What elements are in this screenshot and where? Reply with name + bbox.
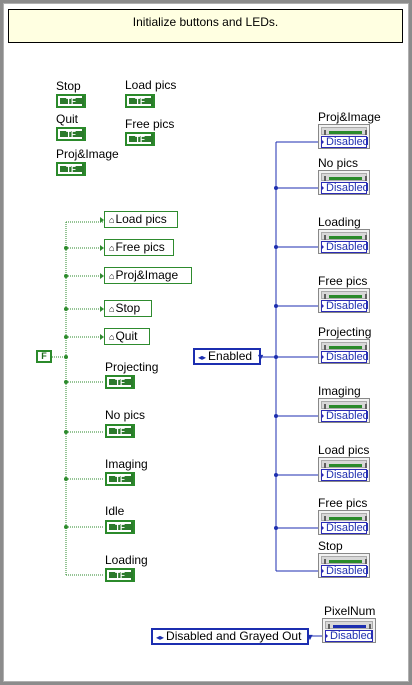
no-pics-indicator-terminal[interactable]: TF [105, 424, 135, 438]
tf-glyph: TF [60, 129, 84, 139]
disabled-property: Disabled [321, 136, 369, 148]
disabled-grayed-enum-constant[interactable]: ◂▸Disabled and Grayed Out▼ [151, 628, 314, 645]
tf-glyph: TF [109, 474, 133, 484]
indicator-label-no-pics: No pics [105, 408, 146, 422]
led-icon [321, 291, 367, 299]
tf-glyph: TF [109, 522, 133, 532]
property-node-label: Free pics [115, 240, 165, 254]
disabled-property-node-free-pics[interactable]: Disabled [318, 288, 370, 313]
projecting-indicator-terminal[interactable]: TF [105, 375, 135, 389]
disabled-property: Disabled [321, 469, 369, 481]
increment-decrement-icon: ◂▸ [156, 633, 165, 642]
led-icon [321, 513, 367, 521]
disabled-property: Disabled [325, 630, 373, 642]
tf-glyph: TF [60, 96, 84, 106]
right-node-label-load-pics: Load pics [318, 443, 370, 457]
disabled-property-node-free-pics-2[interactable]: Disabled [318, 510, 370, 535]
tf-glyph: TF [109, 426, 133, 436]
house-icon: ⌂ [109, 304, 115, 314]
disabled-property-node-stop[interactable]: Disabled [318, 553, 370, 578]
right-node-label-free-pics-2: Free pics [318, 496, 368, 510]
disabled-property: Disabled [321, 300, 369, 312]
right-node-label-stop: Stop [318, 539, 343, 553]
disabled-property-node-projecting[interactable]: Disabled [318, 339, 370, 364]
right-node-label-free-pics: Free pics [318, 274, 368, 288]
right-node-label-proj-image: Proj&Image [318, 110, 381, 124]
property-node-proj-image[interactable]: ⌂Proj&Image [100, 267, 192, 284]
comment-text: Initialize buttons and LEDs. [132, 15, 279, 29]
enabled-enum-constant[interactable]: ◂▸Enabled▼ [193, 348, 265, 365]
disabled-property-node-imaging[interactable]: Disabled [318, 398, 370, 423]
house-icon: ⌂ [109, 271, 115, 281]
control-label-proj-image: Proj&Image [56, 147, 119, 161]
control-label-quit: Quit [56, 112, 79, 126]
imaging-indicator-terminal[interactable]: TF [105, 472, 135, 486]
led-icon [321, 556, 367, 564]
led-icon [321, 460, 367, 468]
disabled-property-node-proj-image[interactable]: Disabled [318, 124, 370, 149]
proj-image-control-terminal[interactable]: TF [56, 162, 86, 176]
dropdown-arrow-icon: ▼ [256, 352, 265, 362]
numeric-indicator-icon [325, 621, 373, 629]
control-label-load-pics: Load pics [125, 78, 177, 92]
property-node-label: Proj&Image [115, 268, 179, 282]
dropdown-arrow-icon: ▼ [305, 632, 315, 642]
house-icon: ⌂ [109, 332, 115, 342]
disabled-property: Disabled [321, 182, 369, 194]
disabled-property: Disabled [321, 410, 369, 422]
pixelnum-label: PixelNum [324, 604, 376, 618]
indicator-label-imaging: Imaging [105, 457, 148, 471]
indicator-label-projecting: Projecting [105, 360, 159, 374]
control-label-free-pics: Free pics [125, 117, 175, 131]
quit-control-terminal[interactable]: TF [56, 127, 86, 141]
tf-glyph: TF [109, 570, 133, 580]
disabled-property-node-no-pics[interactable]: Disabled [318, 170, 370, 195]
free-pics-control-terminal[interactable]: TF [125, 132, 155, 146]
property-node-label: Quit [115, 329, 138, 343]
property-node-free-pics[interactable]: ⌂Free pics [100, 239, 174, 256]
led-icon [321, 342, 367, 350]
right-node-label-imaging: Imaging [318, 384, 361, 398]
false-constant[interactable]: F [36, 350, 52, 363]
led-icon [321, 127, 367, 135]
house-icon: ⌂ [109, 243, 115, 253]
disabled-property-node-load-pics[interactable]: Disabled [318, 457, 370, 482]
indicator-label-idle: Idle [105, 504, 125, 518]
control-label-stop: Stop [56, 79, 81, 93]
property-node-stop[interactable]: ⌂Stop [100, 300, 152, 317]
led-icon [321, 401, 367, 409]
comment-box: Initialize buttons and LEDs. [8, 9, 403, 43]
enum-value: Enabled [208, 349, 253, 363]
tf-glyph: TF [129, 96, 153, 106]
led-icon [321, 173, 367, 181]
idle-indicator-terminal[interactable]: TF [105, 520, 135, 534]
disabled-property: Disabled [321, 351, 369, 363]
disabled-property: Disabled [321, 241, 369, 253]
stop-control-terminal[interactable]: TF [56, 94, 86, 108]
right-node-label-loading: Loading [318, 215, 361, 229]
disabled-property-node-loading[interactable]: Disabled [318, 229, 370, 254]
led-icon [321, 232, 367, 240]
increment-decrement-icon: ◂▸ [198, 353, 207, 362]
pixelnum-property-node[interactable]: Disabled [322, 618, 376, 643]
right-node-label-no-pics: No pics [318, 156, 359, 170]
tf-glyph: TF [129, 134, 153, 144]
disabled-property: Disabled [321, 565, 369, 577]
property-node-label: Stop [115, 301, 141, 315]
property-node-quit[interactable]: ⌂Quit [100, 328, 150, 345]
property-node-load-pics[interactable]: ⌂Load pics [100, 211, 178, 228]
enum-value: Disabled and Grayed Out [166, 629, 302, 643]
tf-glyph: TF [109, 377, 133, 387]
loading-indicator-terminal[interactable]: TF [105, 568, 135, 582]
tf-glyph: TF [60, 164, 84, 174]
load-pics-control-terminal[interactable]: TF [125, 94, 155, 108]
right-node-label-projecting: Projecting [318, 325, 372, 339]
disabled-property: Disabled [321, 522, 369, 534]
house-icon: ⌂ [109, 215, 115, 225]
indicator-label-loading: Loading [105, 553, 148, 567]
property-node-label: Load pics [115, 212, 167, 226]
